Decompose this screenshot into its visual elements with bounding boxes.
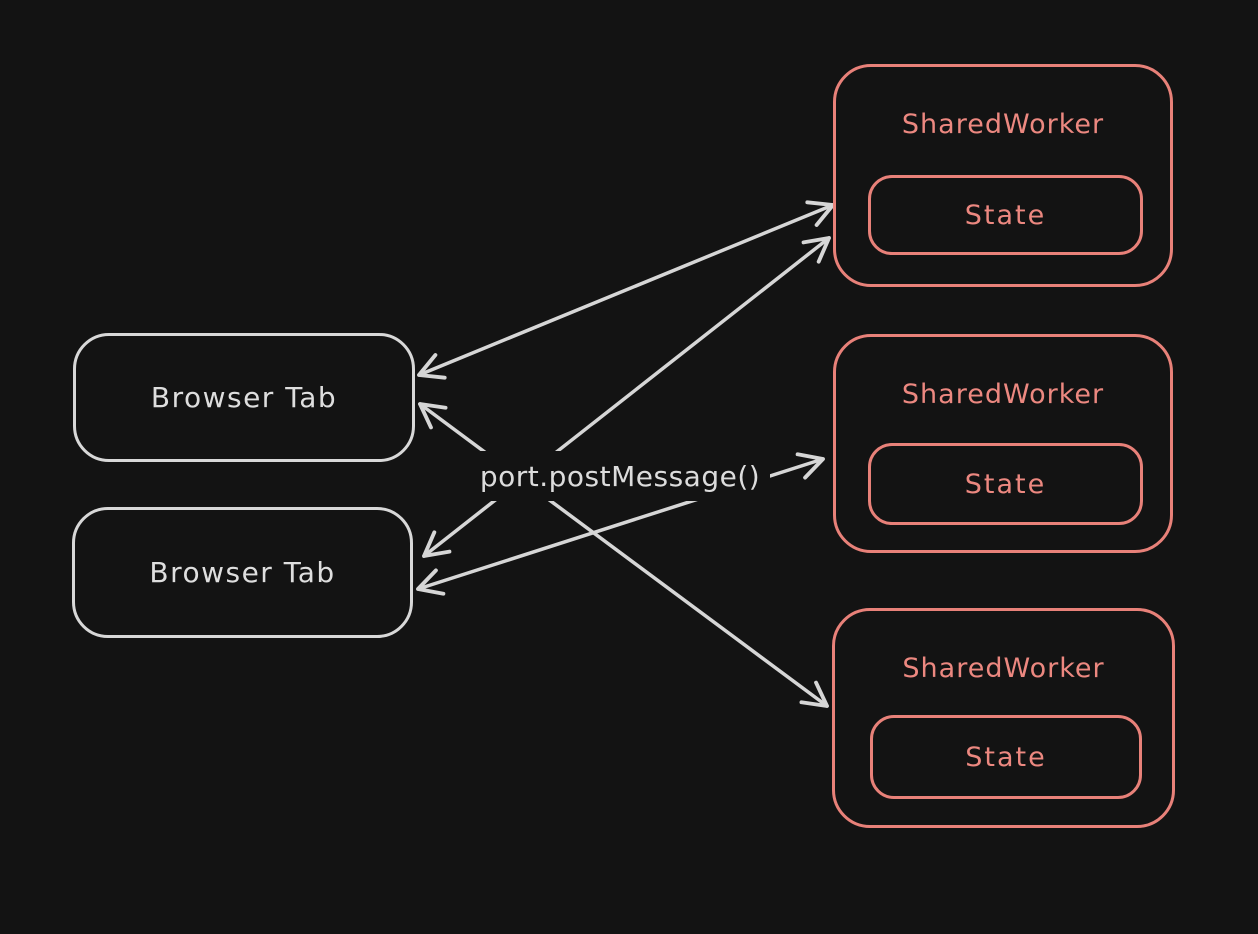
- shared-worker-2-title: SharedWorker: [901, 379, 1105, 410]
- state-3-label: State: [965, 741, 1047, 773]
- shared-worker-node-2[interactable]: SharedWorker State: [833, 334, 1173, 553]
- arrow-browser-tab-2-shared-worker-1[interactable]: [422, 236, 831, 558]
- shared-worker-node-3[interactable]: SharedWorker State: [832, 608, 1175, 828]
- shared-worker-node-1[interactable]: SharedWorker State: [833, 64, 1173, 287]
- state-2-label: State: [964, 468, 1047, 500]
- state-box-2[interactable]: State: [868, 443, 1143, 525]
- port-postmessage-label[interactable]: port.postMessage(): [470, 451, 770, 501]
- shared-worker-3-title: SharedWorker: [902, 653, 1105, 684]
- arrow-browser-tab-1-shared-worker-3[interactable]: [418, 402, 829, 708]
- arrow-browser-tab-1-shared-worker-1[interactable]: [417, 200, 835, 380]
- browser-tab-2-label: Browser Tab: [149, 556, 336, 589]
- browser-tab-node-1[interactable]: Browser Tab: [73, 333, 415, 462]
- state-box-3[interactable]: State: [870, 715, 1142, 799]
- browser-tab-node-2[interactable]: Browser Tab: [72, 507, 413, 638]
- browser-tab-1-label: Browser Tab: [150, 381, 338, 414]
- state-box-1[interactable]: State: [868, 175, 1143, 255]
- shared-worker-1-title: SharedWorker: [901, 109, 1105, 140]
- state-1-label: State: [964, 199, 1047, 231]
